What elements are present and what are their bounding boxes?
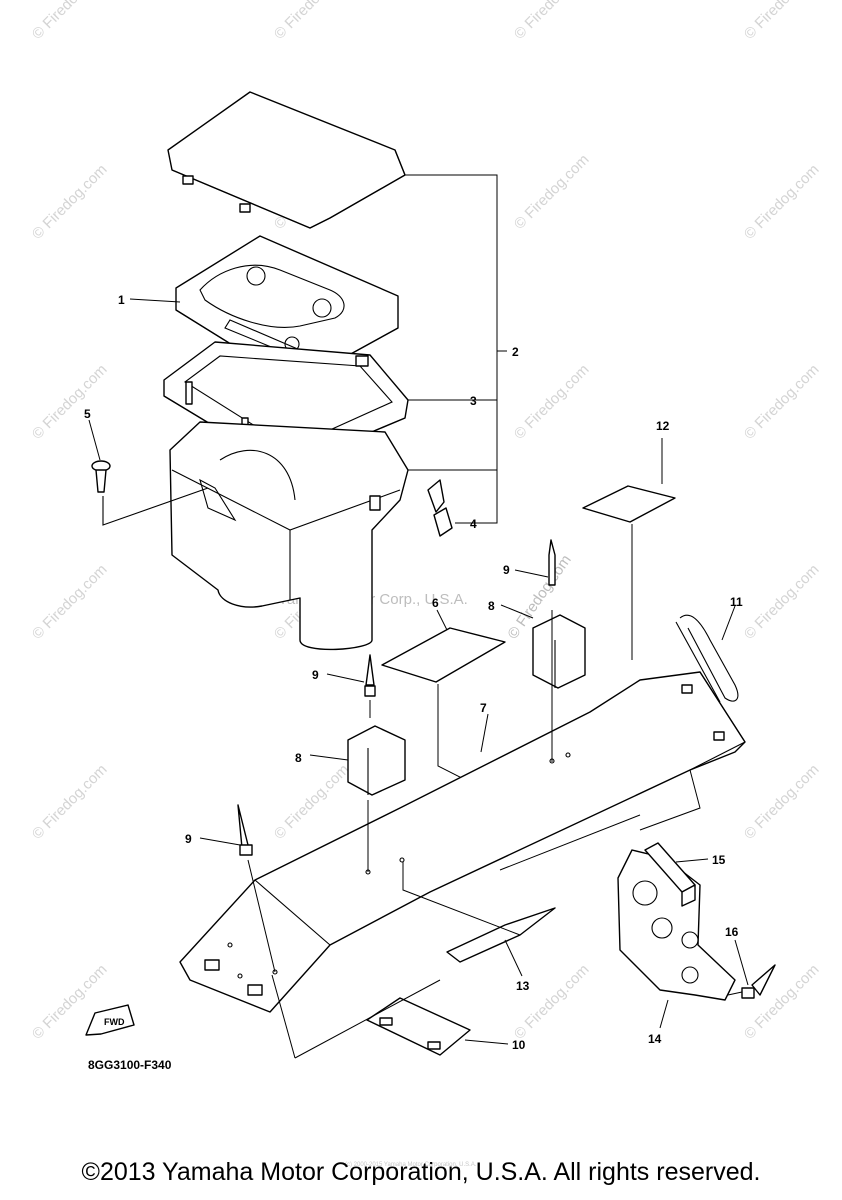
watermark-text: © Firedog.com [741,761,823,843]
decal-part-13 [402,862,556,977]
screw-part-5 [91,460,209,526]
callout-5: 5 [84,407,91,421]
storage-box-body [169,421,409,651]
watermark-text: © Firedog.com [741,361,823,443]
decal-part-12 [582,438,676,660]
rivet-part-9-middle [326,654,376,718]
watermark-text: © Firedog.com [511,151,593,233]
callout-13: 13 [516,979,530,993]
pad-part-15 [644,842,709,907]
callout-11: 11 [730,595,743,609]
callout-16: 16 [725,925,739,939]
callout-8-lower: 8 [295,751,302,765]
callout-9-middle: 9 [312,668,319,682]
watermark-text: © Firedog.com [741,961,823,1043]
leader-1 [129,298,181,303]
callout-3: 3 [470,394,477,408]
callout-1: 1 [118,293,125,307]
clip-part-4 [427,479,453,537]
callout-15: 15 [712,853,726,867]
reference-code: 8GG3100-F340 [88,1058,172,1072]
fwd-label: FWD [104,1017,125,1027]
rivet-part-16 [727,939,776,999]
watermark-text: © Firedog.com [741,561,823,643]
callout-6: 6 [432,596,439,610]
callout-bracket [405,174,507,524]
callout-12: 12 [656,419,670,433]
callout-2: 2 [512,345,519,359]
callout-10: 10 [512,1038,526,1052]
clip-part-8-lower [309,725,406,872]
watermark-text: © Firedog.com [741,0,823,43]
watermark-text: © Firedog.com [271,761,353,843]
watermark-text: © Firedog.com [29,761,111,843]
tiny-copyright: (c) 2000-2015 Yamaha Motor Corporation, … [345,1162,477,1168]
watermark-text: © Firedog.com [271,0,353,43]
callout-14: 14 [648,1032,662,1046]
copyright-notice: ©2013 Yamaha Motor Corporation, U.S.A. A… [81,1158,761,1186]
storage-box-lid [167,91,406,229]
callout-7: 7 [480,701,487,715]
callout-8-upper: 8 [488,599,495,613]
watermark-text: © Firedog.com [29,161,111,243]
watermark-text: © Firedog.com [741,161,823,243]
watermark-text: © Firedog.com [29,0,111,43]
watermark-text: © Firedog.com [29,361,111,443]
floor-plate [179,671,746,1013]
rivet-part-9-lower [199,804,276,973]
clip-part-8-upper [500,604,586,762]
hose-part-11 [675,605,739,703]
watermark-text: © Firedog.com [29,561,111,643]
watermark-text: © Firedog.com [511,961,593,1043]
callout-labels: 1 2 3 4 5 6 7 8 8 9 9 9 10 11 12 13 14 1… [84,293,743,1052]
fwd-arrow-icon: FWD [85,1004,135,1036]
callout-9-lower: 9 [185,832,192,846]
watermark-text: © Firedog.com [511,361,593,443]
bracket-plate-part-14 [617,769,736,1029]
callout-9-upper: 9 [503,563,510,577]
leader-5 [88,419,101,461]
plate-part-10 [271,974,509,1059]
watermark-text: © Firedog.com [511,0,593,43]
rivet-part-9-upper [514,539,556,586]
callout-4: 4 [470,517,477,531]
